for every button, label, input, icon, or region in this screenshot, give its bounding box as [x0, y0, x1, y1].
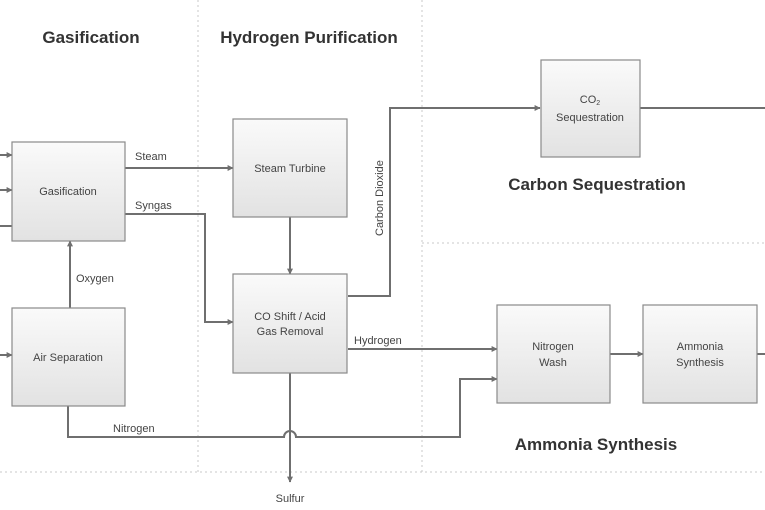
process-box-ammonia-synthesis: Ammonia Synthesis	[642, 304, 758, 404]
carbon-dioxide-arrow	[348, 105, 541, 297]
process-box-nitrogen-wash: Nitrogen Wash	[496, 304, 611, 404]
section-title-carbon-sequestration: Carbon Sequestration	[508, 175, 686, 194]
box-label-co2: CO2	[580, 94, 601, 107]
flow-label-oxygen: Oxygen	[76, 273, 114, 285]
flow-label-sulfur: Sulfur	[276, 493, 305, 505]
box-label-nitrogen-wash-line1: Nitrogen	[532, 341, 574, 353]
section-title-ammonia-synthesis: Ammonia Synthesis	[515, 435, 678, 454]
box-label-ammonia-line1: Ammonia	[677, 341, 724, 353]
box-label-co-shift-line2: Gas Removal	[257, 326, 324, 338]
box-label-sequestration: Sequestration	[556, 112, 624, 124]
box-label-steam-turbine: Steam Turbine	[254, 163, 326, 175]
process-box-co2-sequestration: CO2 Sequestration	[540, 59, 641, 158]
box-label-gasification: Gasification	[39, 186, 96, 198]
box-label-air-separation: Air Separation	[33, 352, 103, 364]
flow-label-nitrogen: Nitrogen	[113, 423, 155, 435]
section-title-hydrogen-purification: Hydrogen Purification	[220, 28, 398, 47]
box-label-co-shift-line1: CO Shift / Acid	[254, 311, 326, 323]
nitrogen-arrow	[67, 376, 498, 438]
syngas-arrow	[125, 213, 234, 325]
flow-arrows	[0, 105, 765, 483]
flow-label-syngas: Syngas	[135, 200, 172, 212]
co2-subscript: 2	[596, 100, 600, 107]
process-box-co-shift: CO Shift / Acid Gas Removal	[232, 273, 348, 374]
process-box-air-separation: Air Separation	[11, 307, 126, 407]
process-box-steam-turbine: Steam Turbine	[232, 118, 348, 218]
flow-label-hydrogen: Hydrogen	[354, 335, 402, 347]
section-dividers	[0, 0, 765, 473]
box-label-ammonia-line2: Synthesis	[676, 357, 724, 369]
flow-label-carbon-dioxide: Carbon Dioxide	[374, 160, 386, 236]
co2-text: CO	[580, 94, 597, 106]
box-label-nitrogen-wash-line2: Wash	[539, 357, 567, 369]
section-title-gasification: Gasification	[42, 28, 139, 47]
flow-label-steam: Steam	[135, 151, 167, 163]
process-box-gasification: Gasification	[11, 141, 126, 242]
